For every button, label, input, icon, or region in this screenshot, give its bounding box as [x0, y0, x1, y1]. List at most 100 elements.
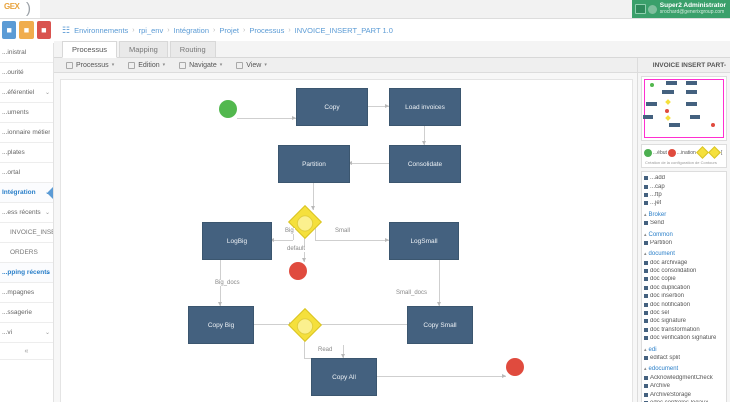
breadcrumb-segment-1[interactable]: rpi_env: [138, 25, 164, 35]
palette-item[interactable]: doc duplication: [644, 284, 726, 292]
menu-processus[interactable]: Processus▾: [66, 61, 114, 69]
palette-item[interactable]: doc verification signature: [644, 334, 726, 342]
chevron-down-icon[interactable]: ⌄: [44, 210, 50, 216]
breadcrumb: ☷ Environnements›rpi_env›Intégration›Pro…: [54, 19, 730, 41]
diagram-node-load_invoices[interactable]: Load invoices: [389, 88, 461, 126]
shield-tile-icon[interactable]: ■: [2, 21, 17, 39]
diagram-end-event-end1[interactable]: [289, 262, 307, 280]
diagram-end-event-end2[interactable]: [506, 358, 524, 376]
sidebar-item-2[interactable]: ...éférentiel⌄: [0, 83, 53, 103]
sidebar-item-7[interactable]: Intégration⌄: [0, 183, 53, 203]
palette-item[interactable]: doc notification: [644, 300, 726, 308]
palette-item[interactable]: ...add: [644, 174, 726, 182]
chevron-down-icon[interactable]: ⌄: [44, 270, 50, 276]
sidebar-item-8[interactable]: ...ess récents⌄: [0, 203, 53, 223]
palette-item-label: doc duplication: [650, 284, 691, 291]
sidebar-item-3[interactable]: ...uments: [0, 103, 53, 123]
minimap-viewport[interactable]: [644, 79, 724, 138]
diagram-node-copyall[interactable]: Copy All: [311, 358, 377, 396]
breadcrumb-segment-4[interactable]: Processus: [249, 25, 285, 35]
chevron-down-icon[interactable]: ⌄: [44, 330, 50, 336]
legend-subtitle: Création de la configuration de Contours: [645, 160, 717, 165]
minimap-node: [685, 102, 697, 107]
palette-item[interactable]: Send: [644, 219, 726, 227]
palette-item[interactable]: doc signature: [644, 317, 726, 325]
menu-view[interactable]: View▾: [236, 61, 267, 69]
palette-item[interactable]: doc transformation: [644, 326, 726, 334]
app-logo[interactable]: GEX ): [0, 0, 40, 18]
menu-label: View: [246, 61, 262, 69]
chevron-up-icon[interactable]: ▴: [644, 366, 647, 373]
user-menu[interactable]: Super2 Administrator srochard@generixgro…: [631, 0, 730, 18]
palette-item[interactable]: ArchiveStorage: [644, 390, 726, 398]
menu-edition[interactable]: Edition▾: [128, 61, 165, 69]
palette-category[interactable]: ▴Broker: [644, 211, 726, 219]
palette-item[interactable]: doc copie: [644, 275, 726, 283]
minimap[interactable]: [641, 76, 727, 141]
palette-item[interactable]: ...cap: [644, 182, 726, 190]
edge-label-4: Small_docs: [395, 290, 429, 296]
diagram-gateway-gw2[interactable]: [288, 308, 322, 342]
sidebar-item-0[interactable]: ...inistral: [0, 43, 53, 63]
sidebar-item-5[interactable]: ...plates: [0, 143, 53, 163]
breadcrumb-segment-0[interactable]: Environnements: [74, 25, 129, 35]
palette-item[interactable]: AcknowledgmentCheck: [644, 374, 726, 382]
tab-processus[interactable]: Processus: [62, 41, 118, 58]
mail-icon[interactable]: [634, 4, 646, 14]
diagram-node-copy[interactable]: Copy: [296, 88, 368, 126]
palette-category[interactable]: ▴document: [644, 250, 726, 258]
palette-item[interactable]: ...jet: [644, 199, 726, 207]
breadcrumb-segment-5[interactable]: INVOICE_INSERT_PART 1.0: [294, 25, 393, 35]
chevron-up-icon[interactable]: ▴: [644, 346, 647, 353]
diagram-node-logsmall[interactable]: LogSmall: [389, 222, 459, 260]
palette-category[interactable]: ▴edi: [644, 345, 726, 353]
diagram-node-partition[interactable]: Partition: [278, 145, 350, 183]
palette-item[interactable]: doc consolidation: [644, 267, 726, 275]
breadcrumb-segment-2[interactable]: Intégration: [173, 25, 210, 35]
menu-navigate[interactable]: Navigate▾: [179, 61, 222, 69]
avatar[interactable]: [647, 4, 657, 14]
chevron-up-icon[interactable]: ▴: [644, 231, 647, 238]
sidebar-item-6[interactable]: ...ortal: [0, 163, 53, 183]
chevron-up-icon[interactable]: ▴: [644, 211, 647, 218]
sidebar-item-10[interactable]: ORDERS: [0, 243, 53, 263]
palette-item[interactable]: Archive: [644, 382, 726, 390]
breadcrumb-segment-3[interactable]: Projet: [219, 25, 239, 35]
palette-item[interactable]: doc sel: [644, 309, 726, 317]
palette-item[interactable]: ...ftp: [644, 191, 726, 199]
sidebar-item-12[interactable]: ...mpagnes: [0, 283, 53, 303]
chevron-up-icon[interactable]: ▴: [644, 251, 647, 258]
tab-mapping[interactable]: Mapping: [119, 41, 168, 57]
sidebar-item-1[interactable]: ...ourité: [0, 63, 53, 83]
diagram-node-copysmall[interactable]: Copy Small: [407, 306, 473, 344]
share-tile-icon[interactable]: ■: [36, 21, 51, 39]
diagram-node-logbig[interactable]: LogBig: [202, 222, 272, 260]
palette-item[interactable]: doc archivage: [644, 259, 726, 267]
node-label: Partition: [302, 160, 326, 168]
sidebar-item-9[interactable]: INVOICE_INSER...: [0, 223, 53, 243]
palette-category[interactable]: ▴edocument: [644, 365, 726, 373]
sidebar-item-11[interactable]: ...pping récents⌄: [0, 263, 53, 283]
tab-routing[interactable]: Routing: [169, 41, 216, 57]
palette-category[interactable]: ▴Common: [644, 230, 726, 238]
diagram-node-copybig[interactable]: Copy Big: [188, 306, 254, 344]
edge: [313, 181, 314, 210]
edge-label-0: Big: [284, 228, 295, 234]
sidebar-item-4[interactable]: ...ionnaire métier: [0, 123, 53, 143]
monitor-tile-icon[interactable]: ■: [19, 21, 34, 39]
palette-item[interactable]: edifact split: [644, 354, 726, 362]
sidebar-item-14[interactable]: ...vi⌄: [0, 323, 53, 343]
edge-label-3: Big_docs: [214, 280, 241, 286]
palette-item[interactable]: doc insertion: [644, 292, 726, 300]
sidebar-collapse-button[interactable]: «: [0, 343, 53, 360]
palette-item[interactable]: Partition: [644, 239, 726, 247]
sidebar-item-13[interactable]: ...ssagerie: [0, 303, 53, 323]
diagram-start-event-start[interactable]: [219, 100, 237, 118]
chevron-down-icon[interactable]: ⌄: [44, 90, 50, 96]
edge-label-5: Read: [317, 347, 334, 353]
diagram-node-consolidate[interactable]: Consolidate: [389, 145, 461, 183]
edge: [366, 106, 389, 107]
